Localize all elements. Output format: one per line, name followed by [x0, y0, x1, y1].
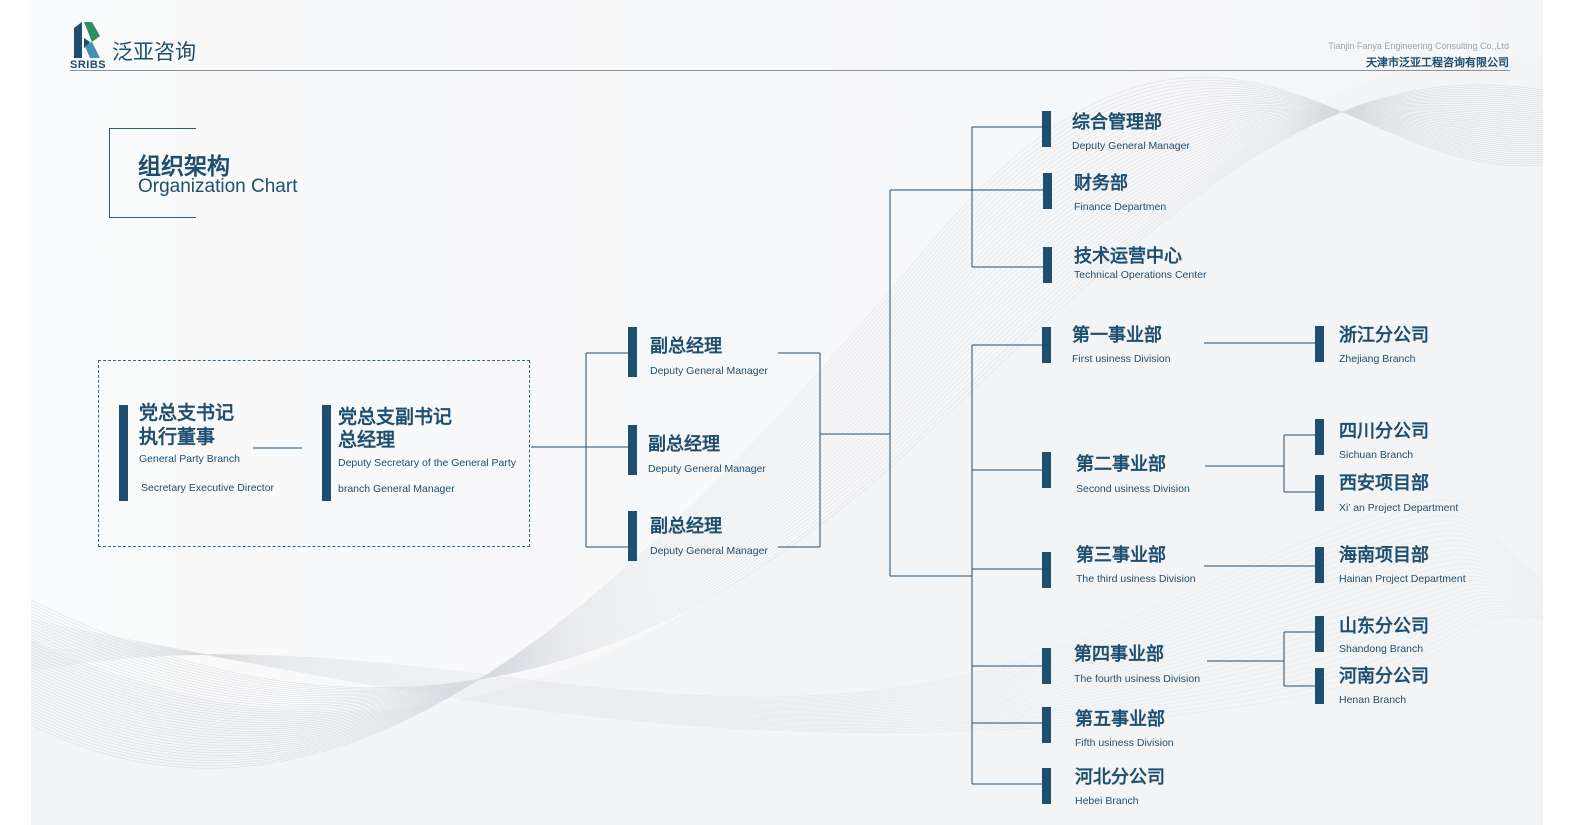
node-title-en: Xi’ an Project Department — [1339, 502, 1459, 514]
node-marker — [1042, 452, 1051, 488]
node-title-cn: 执行董事 — [139, 427, 216, 448]
node-title-cn: 第二事业部 — [1076, 454, 1166, 474]
node-marker — [1042, 648, 1051, 684]
node-title-en: Shandong Branch — [1339, 643, 1424, 655]
node-title-en: The fourth usiness Division — [1074, 673, 1201, 685]
node-title-en: Finance Departmen — [1074, 201, 1167, 213]
node-title-cn: 副总经理 — [650, 516, 722, 536]
node-marker — [1042, 552, 1051, 588]
node-title-cn: 总经理 — [338, 430, 396, 451]
node-title-en: Deputy Secretary of the General Party — [338, 457, 517, 469]
background-canvas — [31, 0, 1543, 825]
node-marker — [1042, 111, 1051, 147]
node-title-cn: 山东分公司 — [1339, 616, 1429, 636]
node-title-cn: 技术运营中心 — [1074, 246, 1182, 266]
node-title-cn: 海南项目部 — [1339, 545, 1429, 565]
node-title-en: First usiness Division — [1072, 353, 1171, 365]
leadership-group — [98, 360, 530, 547]
decorative-wave-background — [31, 0, 1543, 769]
company-name-en: Tianjin Fanya Engineering Consulting Co.… — [1328, 41, 1509, 51]
node-title-cn: 党总支书记 — [139, 403, 235, 424]
node-marker — [1315, 547, 1324, 583]
node-marker — [1042, 768, 1051, 804]
node-marker — [1315, 419, 1324, 455]
node-title-en: Deputy General Manager — [650, 545, 768, 557]
node-title-en: Technical Operations Center — [1074, 269, 1207, 281]
node-title-en: Henan Branch — [1339, 694, 1407, 706]
node-marker — [628, 327, 637, 377]
node-title-en: Fifth usiness Division — [1075, 737, 1174, 749]
node-marker — [119, 405, 128, 501]
title-frame — [109, 128, 196, 218]
node-title-cn: 副总经理 — [648, 434, 720, 454]
node-title-cn: 综合管理部 — [1072, 112, 1162, 132]
node-title-en: Secretary Executive Director — [141, 482, 275, 494]
node-title-cn: 西安项目部 — [1339, 473, 1429, 493]
node-title-cn: 河北分公司 — [1075, 767, 1165, 787]
node-title-en: Deputy General Manager — [1072, 140, 1190, 152]
node-title-en: Deputy General Manager — [648, 463, 766, 475]
node-title-en: Hainan Project Department — [1339, 573, 1466, 585]
node-title-cn: 第五事业部 — [1075, 709, 1165, 729]
node-title-cn: 河南分公司 — [1339, 666, 1429, 686]
node-title-cn: 第四事业部 — [1074, 644, 1164, 664]
node-title-cn: 四川分公司 — [1339, 421, 1429, 441]
node-marker — [1042, 707, 1051, 743]
node-title-cn: 第三事业部 — [1076, 545, 1166, 565]
node-title-en: Hebei Branch — [1075, 795, 1139, 807]
node-title-cn: 第一事业部 — [1072, 325, 1162, 345]
node-marker — [322, 405, 331, 501]
company-logo-icon — [74, 22, 100, 58]
node-marker — [628, 425, 637, 475]
node-title-en: The third usiness Division — [1076, 573, 1196, 585]
node-title-cn: 副总经理 — [650, 336, 722, 356]
logo-abbreviation: SRIBS — [70, 59, 107, 71]
node-marker — [1315, 616, 1324, 652]
node-marker — [1042, 327, 1051, 363]
node-marker — [1315, 475, 1324, 511]
node-marker — [1043, 247, 1052, 283]
node-title-en: Deputy General Manager — [650, 365, 768, 377]
node-title-cn: 党总支副书记 — [338, 407, 453, 428]
logo-name: 泛亚咨询 — [112, 40, 196, 64]
node-title-en: General Party Branch — [139, 453, 240, 465]
node-title-cn: 浙江分公司 — [1339, 325, 1429, 345]
node-title-cn: 财务部 — [1074, 173, 1128, 193]
node-marker — [1315, 668, 1324, 704]
node-title-en: Sichuan Branch — [1339, 449, 1414, 461]
node-title-en: branch General Manager — [338, 483, 455, 495]
node-title-en: Second usiness Division — [1076, 483, 1190, 495]
page-title-cn: 组织架构 — [138, 153, 230, 179]
page-title-en: Organization Chart — [138, 176, 298, 197]
company-name-cn: 天津市泛亚工程咨询有限公司 — [1366, 57, 1509, 69]
node-marker — [1043, 173, 1052, 209]
node-marker — [1315, 326, 1324, 362]
node-marker — [628, 511, 637, 561]
node-title-en: Zhejiang Branch — [1339, 353, 1416, 365]
header-divider — [70, 70, 1510, 71]
